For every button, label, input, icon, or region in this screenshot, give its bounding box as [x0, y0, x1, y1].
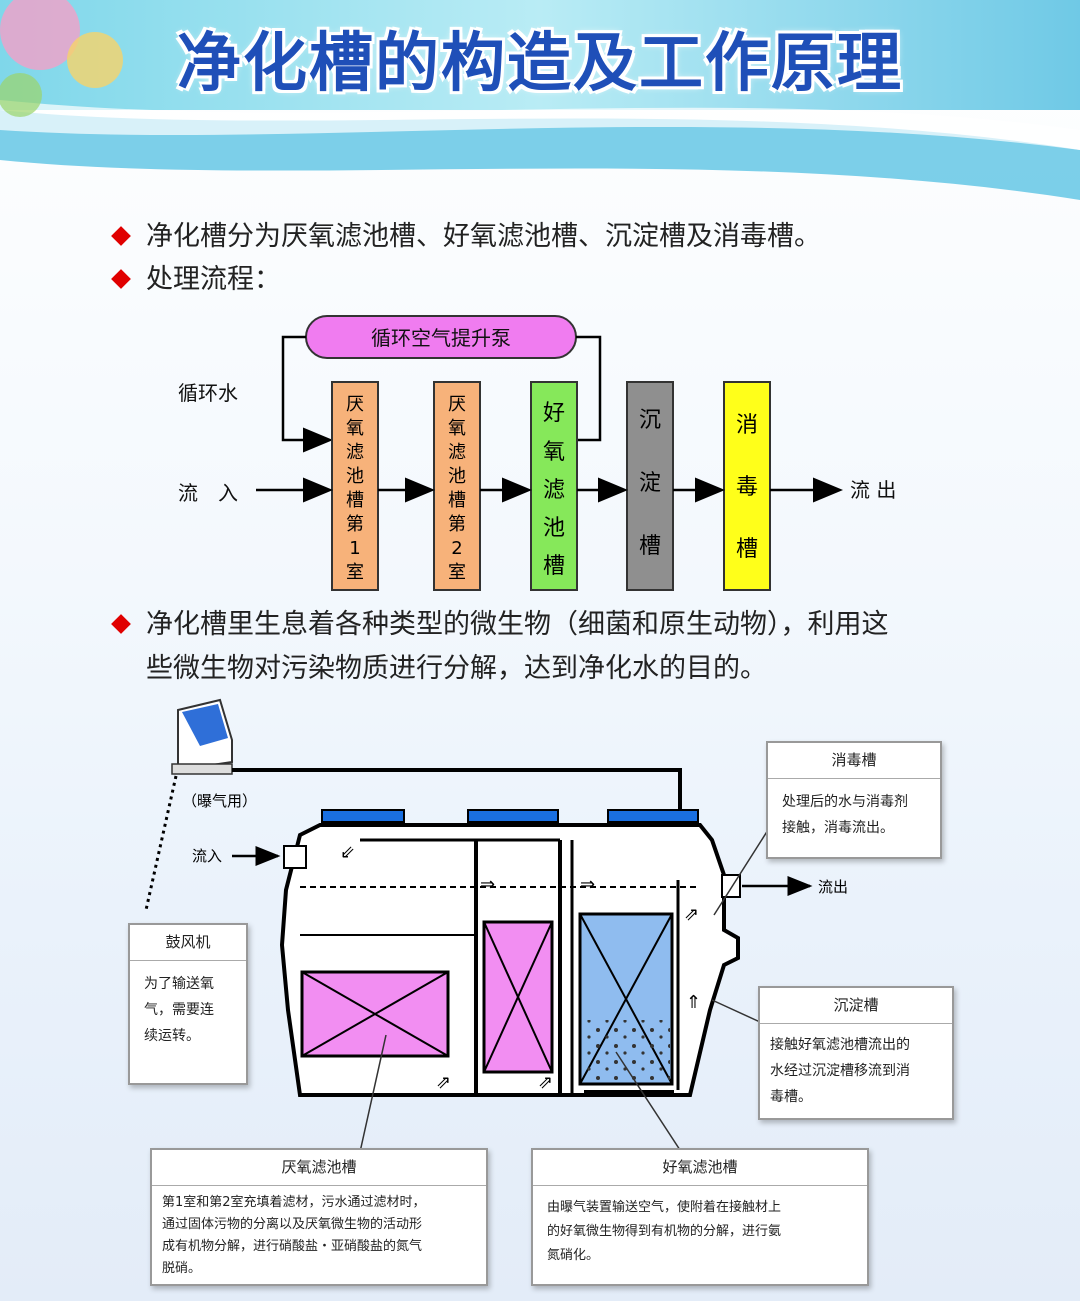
callout-title: 好氧滤池槽 — [533, 1150, 867, 1186]
inflow-label: 流 入 — [178, 481, 238, 505]
svg-text:池: 池 — [448, 466, 466, 487]
aeration-label: （曝气用） — [182, 792, 257, 810]
callout-blower: 鼓风机 为了输送氧 气，需要连 续运转。 — [128, 923, 248, 1085]
svg-text:滤: 滤 — [543, 478, 565, 503]
svg-text:沉: 沉 — [639, 408, 661, 433]
svg-text:氧: 氧 — [346, 418, 364, 439]
svg-text:厌: 厌 — [346, 394, 364, 415]
callout-body: 由曝气装置输送空气，使附着在接触材上 的好氧微生物得到有机物的分解，进行氨 氮硝… — [547, 1200, 782, 1263]
svg-text:消: 消 — [736, 413, 758, 438]
inflow-pipe — [283, 845, 307, 869]
callout-title: 沉淀槽 — [760, 988, 952, 1024]
process-flow-diagram: 循环空气提升泵 循环水 流 入 流 出 厌 氧 滤 池 槽 第 1 室 厌 氧 … — [178, 315, 896, 591]
svg-text:滤: 滤 — [448, 442, 466, 463]
bullet-microbes-continued: 些微生物对污染物质进行分解，达到净化水的目的。 — [146, 648, 767, 690]
callout-settling: 沉淀槽 接触好氧滤池槽流出的 水经过沉淀槽移流到消 毒槽。 — [758, 986, 954, 1120]
svg-text:第: 第 — [448, 514, 466, 535]
pump-intake-line — [576, 335, 602, 442]
svg-text:1: 1 — [349, 538, 360, 559]
callout-body: 第1室和第2室充填着滤材，污水通过滤材时， 通过固体污物的分离以及厌氧微生物的活… — [162, 1195, 426, 1276]
circulation-pump-label: 循环空气提升泵 — [371, 326, 511, 350]
page-title: 净化槽的构造及工作原理 — [177, 27, 903, 101]
svg-text:⇒: ⇒ — [580, 874, 595, 895]
svg-text:⇗: ⇗ — [538, 1072, 553, 1093]
aerobic-media — [578, 912, 674, 1086]
callout-aerobic: 好氧滤池槽 由曝气装置输送空气，使附着在接触材上 的好氧微生物得到有机物的分解，… — [531, 1148, 869, 1286]
flower-decoration — [0, 0, 80, 70]
svg-text:槽: 槽 — [639, 534, 661, 559]
svg-text:槽: 槽 — [543, 554, 565, 579]
tank-aerobic: 好 氧 滤 池 槽 — [530, 381, 578, 591]
bullet-process: 处理流程： — [108, 259, 281, 301]
svg-text:室: 室 — [448, 562, 466, 583]
callout-body: 接触好氧滤池槽流出的 水经过沉淀槽移流到消 毒槽。 — [770, 1037, 910, 1105]
tank-lid — [467, 809, 559, 823]
bullet-diamond-icon — [111, 614, 131, 634]
svg-text:⇗: ⇗ — [436, 1072, 451, 1093]
bullet-text: 处理流程： — [146, 264, 281, 295]
svg-text:滤: 滤 — [346, 442, 364, 463]
blower-leader-line — [144, 775, 178, 911]
svg-text:⇗: ⇗ — [684, 904, 699, 925]
header-band — [0, 0, 1080, 200]
tank-disinfection: 消 毒 槽 — [723, 381, 771, 591]
bullet-text: 净化槽分为厌氧滤池槽、好氧滤池槽、沉淀槽及消毒槽。 — [146, 221, 821, 252]
bullet-text: 些微生物对污染物质进行分解，达到净化水的目的。 — [146, 653, 767, 684]
bullet-microbes: 净化槽里生息着各种类型的微生物（细菌和原生动物），利用这 — [108, 604, 889, 646]
internal-flow-arrows: ⇙ ⇒ ⇒ ⇗ ⇗ ⇗ ⇑ — [340, 842, 701, 1093]
tank-anaerobic-1: 厌 氧 滤 池 槽 第 1 室 — [331, 381, 379, 591]
aeration-diffuser — [584, 1090, 674, 1096]
tank-inflow-label: 流入 — [192, 847, 222, 865]
svg-text:毒: 毒 — [736, 475, 758, 500]
leader-lines — [359, 829, 769, 1153]
svg-text:⇒: ⇒ — [480, 874, 495, 895]
svg-text:第: 第 — [346, 514, 364, 535]
blower-icon — [171, 698, 233, 775]
svg-text:槽: 槽 — [346, 490, 364, 511]
svg-text:室: 室 — [346, 562, 364, 583]
bullet-text: 净化槽里生息着各种类型的微生物（细菌和原生动物），利用这 — [146, 609, 889, 640]
svg-text:槽: 槽 — [448, 490, 466, 511]
callout-disinfection: 消毒槽 处理后的水与消毒剂 接触，消毒流出。 — [766, 741, 942, 859]
anaerobic-media-1 — [300, 970, 450, 1058]
svg-text:氧: 氧 — [543, 440, 565, 465]
bullet-intro: 净化槽分为厌氧滤池槽、好氧滤池槽、沉淀槽及消毒槽。 — [108, 216, 821, 258]
callout-title: 鼓风机 — [130, 925, 246, 961]
tank-anaerobic-2: 厌 氧 滤 池 槽 第 2 室 — [433, 381, 481, 591]
svg-text:氧: 氧 — [448, 418, 466, 439]
tank-settling: 沉 淀 槽 — [626, 381, 674, 591]
tank-outflow-label: 流出 — [818, 878, 848, 896]
anaerobic-media-2 — [482, 920, 554, 1074]
callout-body: 处理后的水与消毒剂 接触，消毒流出。 — [782, 794, 908, 836]
outflow-label: 流 出 — [850, 478, 896, 502]
svg-text:⇑: ⇑ — [686, 992, 701, 1013]
svg-text:2: 2 — [451, 538, 462, 559]
svg-text:厌: 厌 — [448, 394, 466, 415]
svg-text:⇙: ⇙ — [340, 842, 355, 863]
svg-text:槽: 槽 — [736, 537, 758, 562]
callout-body: 为了输送氧 气，需要连 续运转。 — [144, 976, 214, 1044]
recycle-line — [281, 335, 333, 453]
callout-title: 消毒槽 — [768, 743, 940, 779]
svg-text:池: 池 — [543, 516, 565, 541]
tank-lid — [607, 809, 699, 823]
svg-text:池: 池 — [346, 466, 364, 487]
tank-lid — [321, 809, 405, 823]
recycle-water-label: 循环水 — [178, 381, 238, 405]
callout-anaerobic: 厌氧滤池槽 第1室和第2室充填着滤材，污水通过滤材时， 通过固体污物的分离以及厌… — [150, 1148, 488, 1286]
svg-text:淀: 淀 — [639, 471, 661, 496]
callout-title: 厌氧滤池槽 — [152, 1150, 486, 1186]
svg-text:好: 好 — [543, 401, 565, 426]
tank-cross-section: （曝气用） 流入 流出 ⇙ ⇒ ⇒ ⇗ — [144, 698, 848, 1153]
